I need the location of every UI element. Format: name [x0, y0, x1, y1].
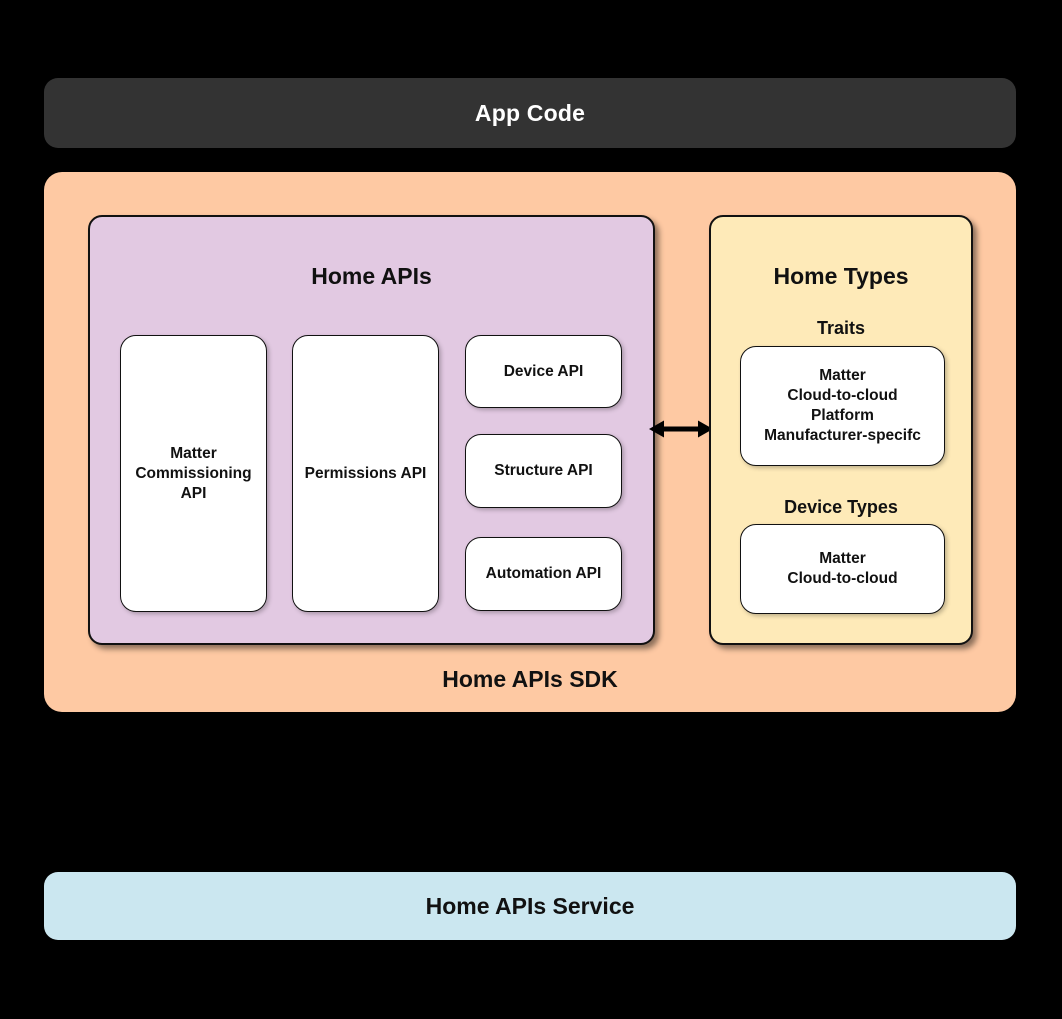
device-types-heading: Device Types: [784, 497, 898, 517]
home-apis-sdk-label: Home APIs SDK: [442, 666, 618, 692]
home-apis-box: Home APIs Matter Commissioning API Permi…: [88, 215, 655, 645]
traits-card: Matter Cloud-to-cloud Platform Manufactu…: [740, 346, 945, 466]
matter-commissioning-api-card: Matter Commissioning API: [120, 335, 267, 612]
app-code-bar: App Code: [44, 78, 1016, 148]
automation-api-card: Automation API: [465, 537, 622, 611]
device-api-card: Device API: [465, 335, 622, 408]
home-types-box: Home Types Traits Matter Cloud-to-cloud …: [709, 215, 973, 645]
home-apis-service-label: Home APIs Service: [425, 892, 635, 919]
structure-api-card: Structure API: [465, 434, 622, 508]
bidirectional-arrow-icon: [649, 413, 713, 445]
home-types-title: Home Types: [773, 263, 909, 289]
traits-heading: Traits: [816, 318, 866, 338]
home-apis-service-bar: Home APIs Service: [44, 872, 1016, 940]
home-apis-sdk-container: Home APIs Matter Commissioning API Permi…: [44, 172, 1016, 712]
permissions-api-card: Permissions API: [292, 335, 439, 612]
device-types-card: Matter Cloud-to-cloud: [740, 524, 945, 614]
home-apis-title: Home APIs: [311, 263, 432, 289]
app-code-label: App Code: [474, 99, 586, 126]
